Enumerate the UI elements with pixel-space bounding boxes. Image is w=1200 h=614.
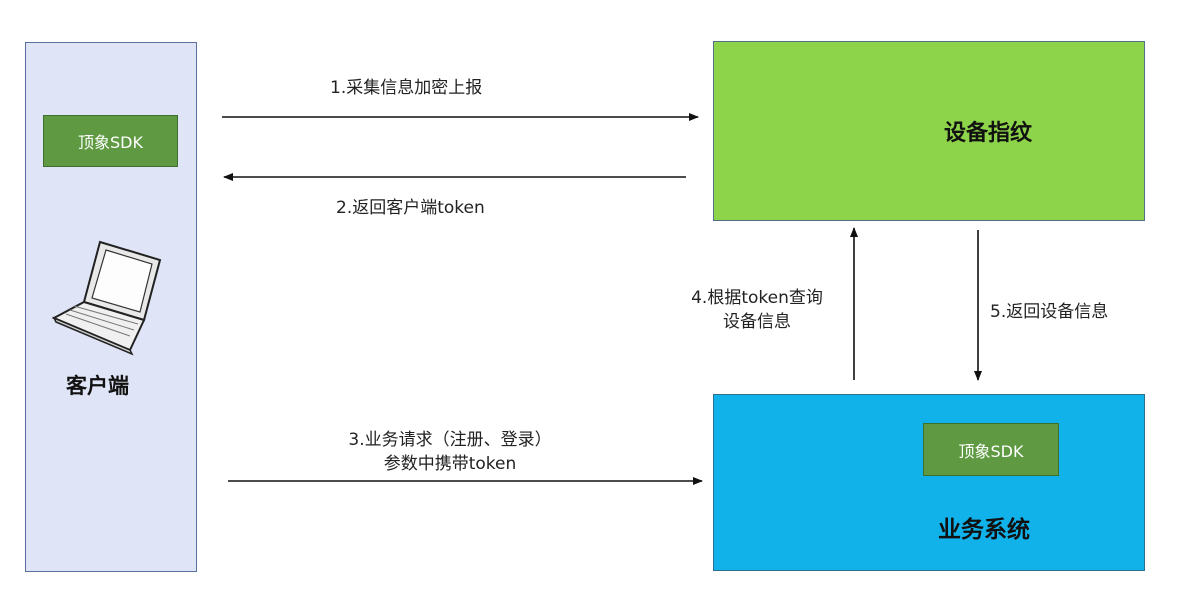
business-title: 业务系统 <box>938 517 1030 543</box>
client-sdk-badge: 顶象SDK <box>43 115 178 167</box>
fingerprint-box <box>713 41 1145 221</box>
step3-label-line2: 参数中携带token <box>383 454 517 474</box>
laptop-icon <box>51 240 162 356</box>
client-title: 客户端 <box>66 374 129 398</box>
step2-label: 2.返回客户端token <box>336 198 485 218</box>
step1-label: 1.采集信息加密上报 <box>330 78 483 98</box>
business-sdk-badge: 顶象SDK <box>923 423 1059 476</box>
step3-label-line1: 3.业务请求（注册、登录） <box>348 430 552 450</box>
business-box <box>713 394 1145 571</box>
step5-label: 5.返回设备信息 <box>990 302 1109 322</box>
step3-label: 3.业务请求（注册、登录） 参数中携带token <box>300 428 600 476</box>
step4-label-line1: 4.根据token查询 <box>691 288 823 308</box>
step4-label: 4.根据token查询 设备信息 <box>672 286 842 334</box>
step4-label-line2: 设备信息 <box>723 312 791 332</box>
fingerprint-title: 设备指纹 <box>944 121 1033 146</box>
